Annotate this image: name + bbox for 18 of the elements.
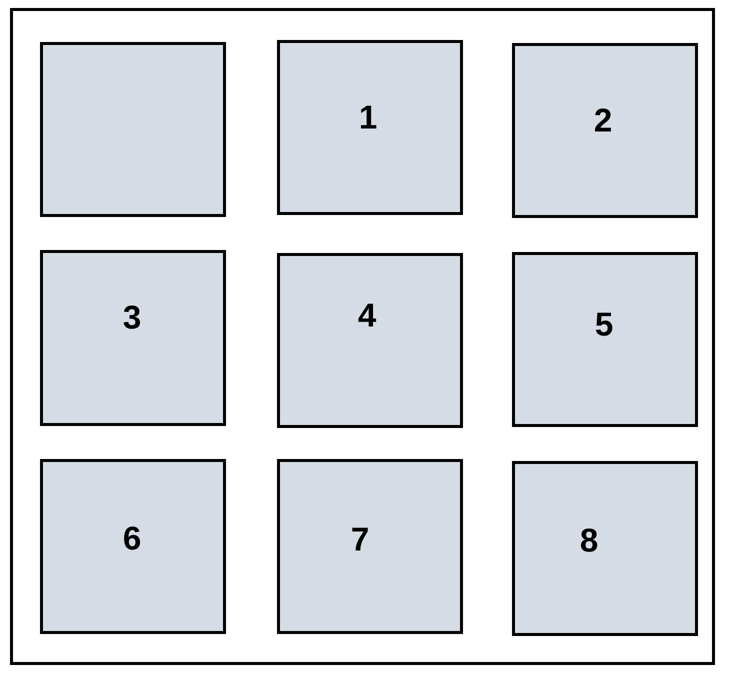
puzzle-tile: [512, 460, 698, 636]
tile-number: 8: [580, 524, 598, 556]
puzzle-tile: [276, 458, 462, 634]
tile-number: 5: [594, 308, 614, 340]
puzzle-tile: [276, 252, 462, 428]
puzzle-tile: [40, 458, 226, 634]
tile-number: 6: [122, 522, 142, 554]
tile-number: 2: [594, 104, 612, 136]
puzzle-tile: [512, 252, 698, 426]
tile-number: 1: [358, 100, 378, 134]
puzzle-tile: [276, 40, 462, 214]
empty-tile: [40, 42, 226, 216]
tile-number: 3: [122, 300, 142, 334]
puzzle-tile: [512, 42, 698, 218]
puzzle-tile: [40, 250, 226, 426]
tile-number: 4: [358, 298, 376, 332]
puzzle-frame: [10, 8, 715, 665]
tile-number: 7: [350, 522, 370, 556]
